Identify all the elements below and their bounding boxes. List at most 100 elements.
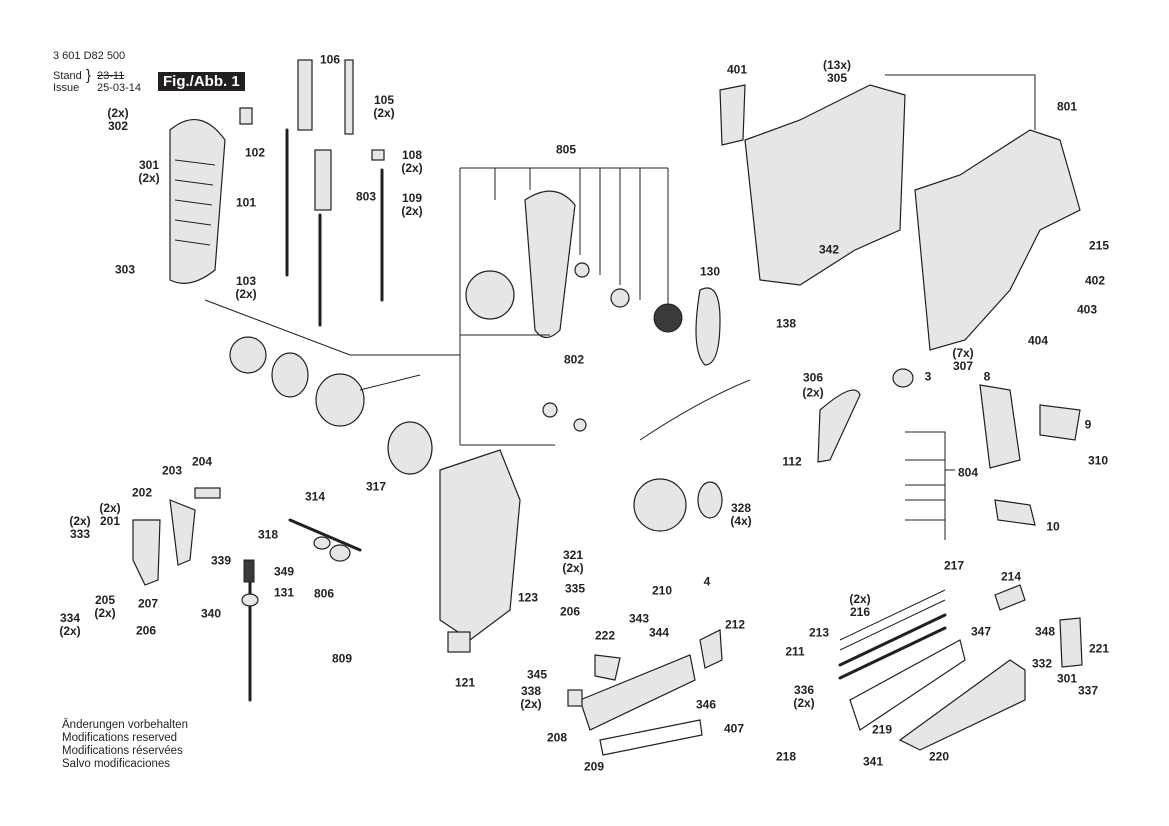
callout-217: 217 <box>943 558 965 573</box>
part-216-rods <box>838 589 947 680</box>
callout-802: 802 <box>563 352 585 367</box>
callout-317: 317 <box>365 479 387 494</box>
callout-332: 332 <box>1031 656 1053 671</box>
callout-301: 301 <box>1056 671 1078 686</box>
part-214 <box>994 584 1026 611</box>
callout-345: 345 <box>526 667 548 682</box>
callout-806: 806 <box>313 586 335 601</box>
callout-340: 340 <box>200 606 222 621</box>
part-802-washer <box>573 418 587 432</box>
issue-label: Issue <box>53 82 80 94</box>
callout-303: 303 <box>114 262 136 277</box>
callout-328-4x: 328 (4x) <box>730 501 752 528</box>
callout-10: 10 <box>1046 519 1060 534</box>
callout-109-2x: 109 (2x) <box>401 191 423 218</box>
callout-215: 215 <box>1088 238 1110 253</box>
part-108 <box>371 149 385 161</box>
callout-209: 209 <box>583 759 605 774</box>
callout-219: 219 <box>871 722 893 737</box>
part-318-pin <box>288 518 362 552</box>
callout-105-2x: 105 (2x) <box>373 93 395 120</box>
callout-9: 9 <box>1084 417 1092 432</box>
callout-342: 342 <box>818 242 840 257</box>
part-806-bushing-2 <box>313 536 331 550</box>
part-112 <box>817 389 861 463</box>
part-204 <box>194 487 221 499</box>
callout-803: 803 <box>355 189 377 204</box>
callout-335: 335 <box>564 581 586 596</box>
callout-2x-302: (2x) 302 <box>107 106 129 133</box>
part-8-board <box>979 384 1021 469</box>
part-131 <box>241 593 259 607</box>
part-3 <box>892 368 914 388</box>
callout-206: 206 <box>135 623 157 638</box>
part-805-bearing-2 <box>610 288 630 308</box>
part-401-label <box>719 84 746 146</box>
callout-130: 130 <box>699 264 721 279</box>
callout-337: 337 <box>1077 683 1099 698</box>
part-802-bearing <box>542 402 558 418</box>
callout-213: 213 <box>808 625 830 640</box>
part-208 <box>567 689 583 707</box>
callout-804: 804 <box>957 465 979 480</box>
callout-344: 344 <box>648 625 670 640</box>
leader-801 <box>885 74 1036 130</box>
part-sleeve <box>387 421 433 475</box>
callout-222: 222 <box>594 628 616 643</box>
callout-203: 203 <box>161 463 183 478</box>
callout-809: 809 <box>331 651 353 666</box>
part-801-housing-left <box>744 84 906 286</box>
callout-318: 318 <box>257 527 279 542</box>
part-130-belt <box>695 287 721 366</box>
callout-218: 218 <box>775 749 797 764</box>
callout-211: 211 <box>785 644 805 659</box>
callout-121: 121 <box>454 675 476 690</box>
part-wiring <box>639 379 751 441</box>
part-number: 3 601 D82 500 <box>53 50 126 62</box>
note-es: Salvo modificaciones <box>62 758 171 770</box>
callout-123: 123 <box>517 590 539 605</box>
part-4-magnet <box>697 481 723 519</box>
callout-204: 204 <box>191 454 213 469</box>
callout-402: 402 <box>1084 273 1106 288</box>
callout-102: 102 <box>244 145 266 160</box>
part-armature <box>271 352 309 398</box>
part-motor-endcap <box>229 336 267 374</box>
callout-801: 801 <box>1056 99 1078 114</box>
part-220-guide <box>898 659 1026 751</box>
note-en: Modifications reserved <box>62 732 178 744</box>
part-105 <box>344 59 354 135</box>
callout-348: 348 <box>1034 624 1056 639</box>
callout-403: 403 <box>1076 302 1098 317</box>
stand-label: Stand <box>53 70 82 82</box>
part-106 <box>297 59 313 131</box>
callout-3: 3 <box>924 369 932 384</box>
callout-138: 138 <box>775 316 797 331</box>
callout-334-2x: 334 (2x) <box>59 611 81 638</box>
part-wires <box>359 374 421 391</box>
callout-101: 101 <box>235 195 257 210</box>
part-805-pulley <box>465 270 515 320</box>
part-202 <box>132 519 161 586</box>
part-219 <box>849 639 966 731</box>
callout-4: 4 <box>703 574 711 589</box>
callout-205-2x: 205 (2x) <box>94 593 116 620</box>
callout-805: 805 <box>555 142 577 157</box>
callout-310: 310 <box>1087 453 1109 468</box>
part-212 <box>699 629 723 669</box>
part-10 <box>994 499 1036 526</box>
callout-2x-216: (2x) 216 <box>849 592 871 619</box>
callout-2x: (2x) <box>802 385 824 400</box>
callout-407: 407 <box>723 721 745 736</box>
callout-343: 343 <box>628 611 650 626</box>
leader-804-group <box>905 431 955 540</box>
callout-103-2x: 103 (2x) <box>235 274 257 301</box>
part-805-housing <box>524 190 576 339</box>
callout-8: 8 <box>983 369 991 384</box>
callout-2x-201: (2x) 201 <box>99 501 121 528</box>
part-101-handle-shell <box>169 119 226 284</box>
part-349-spring <box>243 559 255 583</box>
part-4-motor <box>633 478 687 532</box>
callout-13x-305: (13x) 305 <box>822 58 852 85</box>
